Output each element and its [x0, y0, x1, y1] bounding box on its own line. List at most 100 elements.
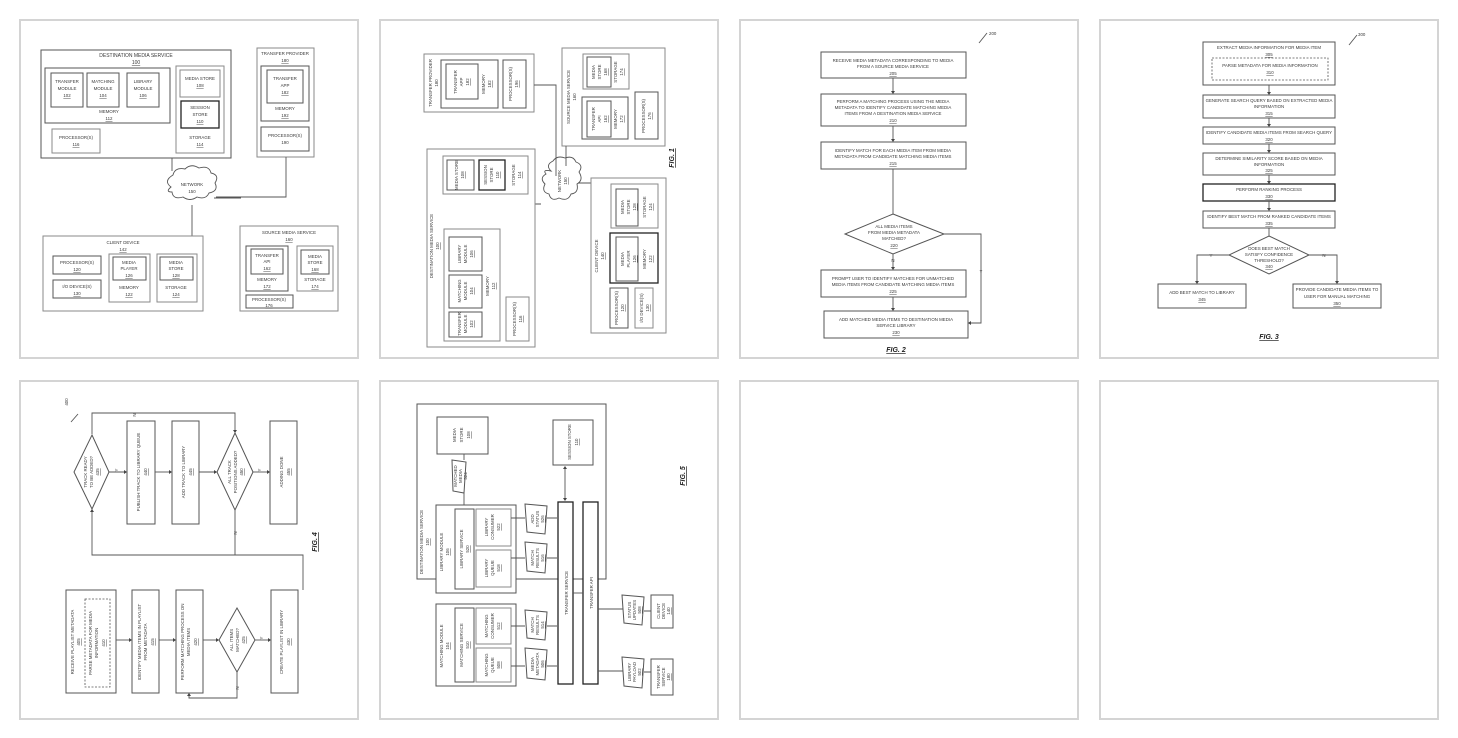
- svg-text:182: 182: [487, 80, 492, 88]
- svg-text:116: 116: [73, 142, 81, 147]
- svg-text:128: 128: [172, 273, 180, 278]
- patent-sheet-1[interactable]: DESTINATION MEDIA SERVICE 100 TRANSFER M…: [19, 19, 359, 359]
- svg-text:345: 345: [1198, 297, 1206, 302]
- svg-text:502: 502: [637, 668, 642, 676]
- svg-text:TRANSFER PROVIDER: TRANSFER PROVIDER: [261, 51, 309, 56]
- svg-text:435: 435: [95, 468, 100, 476]
- svg-text:CLIENT DEVICE: CLIENT DEVICE: [106, 240, 139, 245]
- svg-text:FROM A SOURCE MEDIA SERVICE: FROM A SOURCE MEDIA SERVICE: [857, 64, 929, 69]
- svg-text:225: 225: [889, 289, 897, 294]
- patent-sheet-3[interactable]: 200 RECEIVE MEDIA METADATA CORRESPONDING…: [739, 19, 1079, 359]
- svg-text:162: 162: [603, 115, 608, 123]
- svg-text:STORE: STORE: [168, 266, 183, 271]
- svg-text:PERFORM A MATCHING PROCESS USI: PERFORM A MATCHING PROCESS USING THE MED…: [837, 99, 950, 104]
- svg-text:STATUS: STATUS: [535, 511, 540, 528]
- fig2-flowchart: 200 RECEIVE MEDIA METADATA CORRESPONDING…: [820, 31, 997, 354]
- svg-text:200: 200: [989, 31, 997, 36]
- svg-text:182: 182: [281, 90, 289, 95]
- svg-text:STORAGE: STORAGE: [304, 277, 325, 282]
- svg-text:104: 104: [99, 93, 107, 98]
- svg-text:330: 330: [1265, 194, 1273, 199]
- svg-text:MEDIA: MEDIA: [591, 65, 596, 79]
- svg-text:MATCHED?: MATCHED?: [882, 236, 906, 241]
- svg-text:455: 455: [286, 468, 291, 476]
- patent-sheet-8-blank[interactable]: [1099, 380, 1439, 720]
- svg-text:SERVICE LIBRARY: SERVICE LIBRARY: [876, 323, 915, 328]
- svg-text:INFORMATION: INFORMATION: [1254, 162, 1284, 167]
- svg-text:104: 104: [469, 287, 474, 295]
- svg-text:MEDIA: MEDIA: [458, 469, 463, 483]
- svg-text:STORE: STORE: [597, 64, 602, 79]
- svg-text:230: 230: [892, 330, 900, 335]
- svg-text:MEDIA: MEDIA: [452, 428, 457, 442]
- svg-text:440: 440: [143, 468, 148, 476]
- svg-text:QUEUE: QUEUE: [490, 657, 495, 673]
- svg-text:MEDIA: MEDIA: [620, 200, 625, 214]
- svg-text:N: N: [233, 531, 238, 534]
- svg-text:PARSE METADATA FOR MEDIA INFOR: PARSE METADATA FOR MEDIA INFORMATION: [1222, 63, 1317, 68]
- svg-text:MODULE: MODULE: [463, 245, 468, 264]
- svg-text:520: 520: [465, 545, 470, 553]
- patent-sheet-4[interactable]: 300 EXTRACT MEDIA INFORMATION FOR MEDIA …: [1099, 19, 1439, 359]
- svg-text:508: 508: [637, 606, 642, 614]
- svg-text:STORAGE: STORAGE: [642, 196, 647, 217]
- svg-text:FROM METADATA: FROM METADATA: [143, 623, 148, 660]
- svg-text:MEDIA: MEDIA: [620, 252, 625, 266]
- figure-label: FIG. 2: [886, 347, 906, 354]
- svg-text:RECEIVE MEDIA METADATA CORRESP: RECEIVE MEDIA METADATA CORRESPONDING TO …: [833, 58, 954, 63]
- svg-text:PARSE METADATA FOR MEDIA: PARSE METADATA FOR MEDIA: [88, 611, 93, 675]
- patent-sheet-5[interactable]: 400 N TRACK READY TO BE ADDED? 435 Y PUB…: [19, 380, 359, 720]
- svg-text:IDENTIFY CANDIDATE MEDIA ITEMS: IDENTIFY CANDIDATE MEDIA ITEMS FROM SEAR…: [1206, 130, 1332, 135]
- svg-text:100: 100: [435, 242, 440, 250]
- svg-text:RESULTS: RESULTS: [535, 548, 540, 568]
- svg-text:315: 315: [1265, 111, 1273, 116]
- svg-text:514: 514: [540, 621, 545, 629]
- svg-text:MEDIA: MEDIA: [122, 260, 136, 265]
- svg-text:ALL MEDIA ITEMS: ALL MEDIA ITEMS: [875, 224, 912, 229]
- svg-text:522: 522: [496, 523, 501, 531]
- svg-text:ADDING DONE: ADDING DONE: [279, 456, 284, 487]
- svg-text:CLIENT: CLIENT: [656, 603, 661, 619]
- svg-text:RESULTS: RESULTS: [535, 615, 540, 635]
- patent-sheet-7-blank[interactable]: [739, 380, 1079, 720]
- svg-text:150: 150: [188, 189, 196, 194]
- patent-sheet-2[interactable]: TRANSFER PROVIDER 180 TRANSFER APP 182 M…: [379, 19, 719, 359]
- svg-text:USER FOR MANUAL MATCHING: USER FOR MANUAL MATCHING: [1304, 294, 1371, 299]
- svg-text:ADD TRACK TO LIBRARY: ADD TRACK TO LIBRARY: [181, 446, 186, 498]
- svg-text:TRANSFER: TRANSFER: [55, 79, 79, 84]
- fig4-flowchart: 400 N TRACK READY TO BE ADDED? 435 Y PUB…: [64, 398, 319, 699]
- svg-text:MATCHING: MATCHING: [457, 279, 462, 303]
- svg-text:PROCESSOR(S): PROCESSOR(S): [641, 99, 646, 133]
- svg-text:122: 122: [125, 292, 133, 297]
- svg-text:IDENTIFY BEST MATCH FROM RANKE: IDENTIFY BEST MATCH FROM RANKED CANDIDAT…: [1207, 214, 1331, 219]
- svg-text:MEMORY: MEMORY: [613, 109, 618, 129]
- svg-text:ITEMS FROM A DESTINATION MEDIA: ITEMS FROM A DESTINATION MEDIA SERVICE: [845, 111, 942, 116]
- svg-text:108: 108: [466, 431, 471, 439]
- svg-text:415: 415: [150, 638, 155, 646]
- svg-text:NETWORK: NETWORK: [181, 182, 204, 187]
- svg-text:LIBRARY: LIBRARY: [134, 79, 153, 84]
- svg-text:102: 102: [469, 320, 474, 328]
- svg-text:128: 128: [632, 203, 637, 211]
- svg-text:176: 176: [265, 303, 273, 308]
- svg-text:PERFORM RANKING PROCESS: PERFORM RANKING PROCESS: [1236, 187, 1302, 192]
- svg-text:IDENTIFY MATCH FOR EACH MEDIA: IDENTIFY MATCH FOR EACH MEDIA ITEM FROM …: [835, 148, 951, 153]
- svg-text:Y: Y: [980, 269, 983, 274]
- svg-text:LIBRARY: LIBRARY: [457, 245, 462, 264]
- svg-text:174: 174: [619, 68, 624, 76]
- patent-sheet-6[interactable]: DESTINATION MEDIA SERVICE 100 MEDIA STOR…: [379, 380, 719, 720]
- fig5-architecture-diagram: DESTINATION MEDIA SERVICE 100 MEDIA STOR…: [416, 403, 687, 696]
- svg-text:210: 210: [889, 118, 897, 123]
- svg-text:112: 112: [106, 116, 114, 121]
- svg-text:526: 526: [540, 515, 545, 523]
- svg-text:Y: Y: [114, 468, 119, 471]
- svg-text:120: 120: [73, 267, 81, 272]
- svg-text:STATUS: STATUS: [627, 602, 632, 619]
- svg-text:140: 140: [666, 607, 671, 615]
- svg-text:CONSUMER: CONSUMER: [490, 514, 495, 540]
- svg-text:114: 114: [197, 142, 205, 147]
- svg-text:INFORMATION: INFORMATION: [1254, 104, 1284, 109]
- svg-text:126: 126: [632, 255, 637, 263]
- svg-text:METADATA FROM CANDIDATE MATCHI: METADATA FROM CANDIDATE MATCHING MEDIA I…: [835, 154, 952, 159]
- svg-text:524: 524: [463, 472, 468, 480]
